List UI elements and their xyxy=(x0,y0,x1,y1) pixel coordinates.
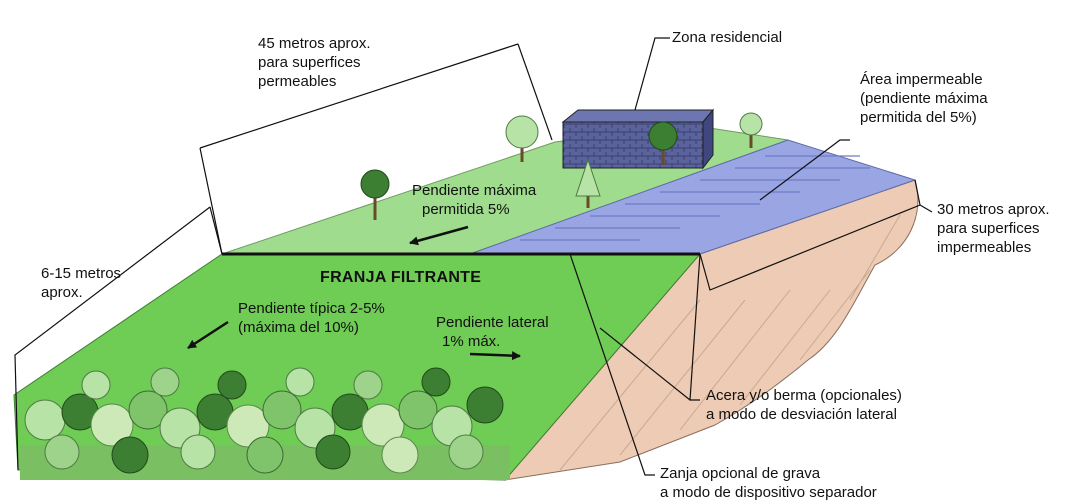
label-45-metros: 45 metros aprox. para superfices permeab… xyxy=(258,35,371,90)
arrow-pendiente-lateral xyxy=(469,351,521,361)
dimension-lines xyxy=(14,43,933,471)
label-acera-berma: Acera y/o berma (opcionales) a modo de d… xyxy=(706,387,902,423)
label-6-15-metros: 6-15 metros aprox. xyxy=(41,265,122,301)
label-zona-residencial: Zona residencial xyxy=(672,29,783,46)
dimension-45m xyxy=(199,43,553,255)
label-pendiente-tipica: Pendiente típica 2-5% (máxima del 10%) xyxy=(238,300,385,336)
soil-hatching xyxy=(559,214,901,471)
label-franja-filtrante: FRANJA FILTRANTE xyxy=(320,269,482,286)
label-zanja: Zanja opcional de grava a modo de dispos… xyxy=(660,465,877,501)
leader-zanja xyxy=(569,253,655,476)
leader-lines xyxy=(569,37,850,476)
dimension-30m xyxy=(699,179,921,291)
leader-acera-2 xyxy=(599,327,691,401)
leader-zona-residencial xyxy=(634,37,670,111)
dimension-6-15m xyxy=(14,206,223,471)
residential-building xyxy=(561,108,715,170)
slope-arrows xyxy=(187,225,521,361)
label-pendiente-maxima: Pendiente máxima permitida 5% xyxy=(412,182,537,218)
upper-trees xyxy=(360,112,763,220)
label-area-impermeable: Área impermeable (pendiente máxima permi… xyxy=(860,71,988,126)
arrow-pendiente-tipica xyxy=(187,320,229,350)
impermeable-hatching xyxy=(520,155,870,241)
foreground-trees xyxy=(20,367,510,480)
label-pendiente-lateral: Pendiente lateral 1% máx. xyxy=(436,314,549,350)
leader-area-impermeable xyxy=(759,139,850,201)
soil-side-slope xyxy=(503,179,919,481)
arrow-pendiente-maxima xyxy=(409,225,469,246)
leader-30m xyxy=(919,204,933,213)
label-30-metros: 30 metros aprox. para superfices imperme… xyxy=(937,201,1050,256)
